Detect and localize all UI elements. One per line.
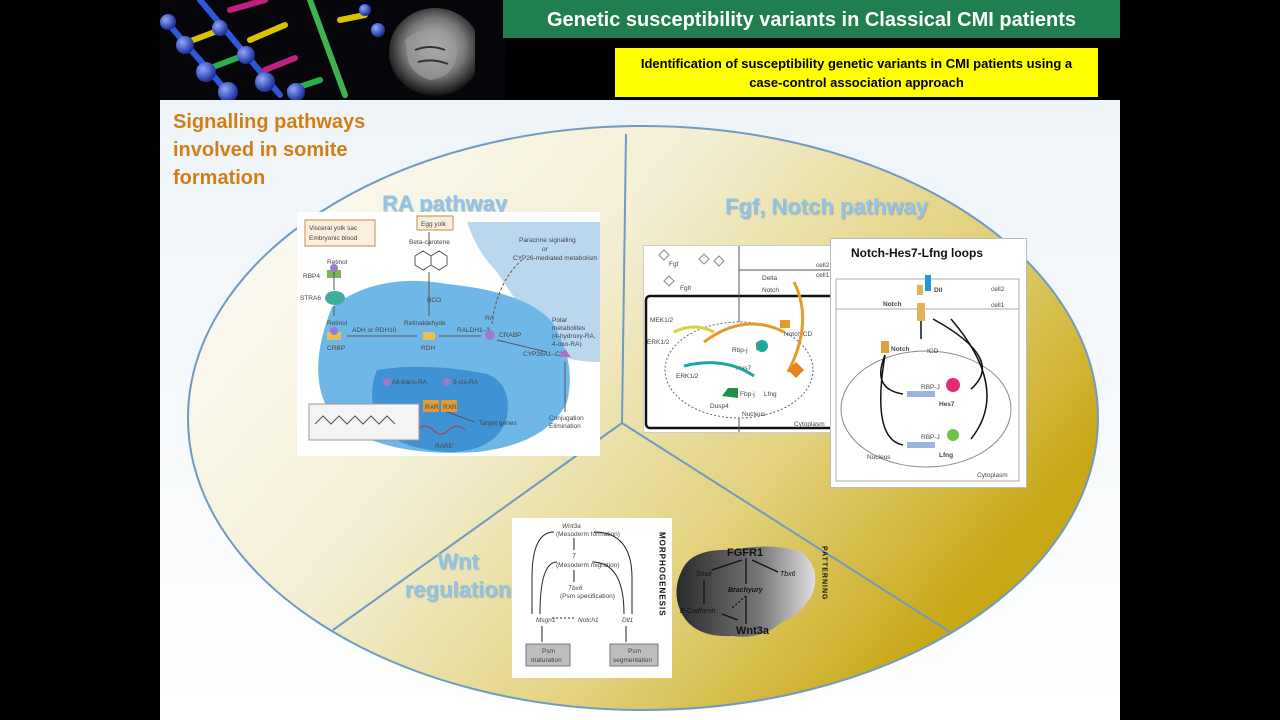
hes7-label: Hes7 — [736, 365, 752, 372]
visceral-yolk-label: Visceral yolk sac — [309, 225, 358, 232]
cyp26-label: CYP26A1–C1 — [523, 351, 564, 358]
rare-label: RARE — [435, 443, 454, 450]
fgfr1-label: FGFR1 — [727, 547, 763, 559]
psm-segmentation-label-2: segmentation — [613, 657, 652, 664]
patterning-label: PATTERNING — [821, 546, 828, 600]
mek-label: MEK1/2 — [650, 317, 674, 324]
metabolites-label: metabolites — [552, 325, 586, 332]
notchicd-label: NotchICD — [784, 331, 812, 338]
fgfr1-diagram: FGFR1 Snail Tbx6 Brachyury E-Cadherin Wn… — [672, 540, 832, 650]
msgn1-label: Msgn1 — [536, 617, 556, 624]
egg-yolk-label: Egg yolk — [421, 221, 447, 228]
paracrine-label: Paracrine signalling — [519, 237, 576, 244]
t-label: T — [572, 553, 577, 560]
nine-cis-ra-label: 9-cis-RA — [453, 379, 479, 386]
bco-label: BCO — [427, 297, 441, 304]
dll1-label: Dll1 — [622, 617, 634, 624]
ra-pathway-label: RA pathway — [382, 191, 508, 216]
ra-label: RA — [485, 315, 495, 322]
notch-membrane-label: Notch — [883, 301, 901, 308]
brachyury-label: Brachyury — [728, 587, 764, 594]
rdh-label: RDH — [421, 345, 435, 352]
e-cadherin-label: E-Cadherin — [680, 608, 716, 615]
lfng-label: Lfng — [764, 391, 777, 398]
psm-specification-label: (Psm specification) — [560, 593, 615, 600]
rxr-label: RXR — [443, 404, 457, 411]
beta-carotene-label: Beta-carotene — [409, 239, 450, 246]
slide: Genetic susceptibility variants in Class… — [160, 0, 1120, 720]
target-genes-label: Target genes — [479, 420, 517, 427]
fgf-notch-diagram: Fgf Fgfr Delta Notch cell2 cell1 MEK1/2 … — [643, 245, 840, 433]
dll-label: Dll — [934, 287, 943, 294]
wnt-regulation-diagram: Wnt3a (Mesoderm formation) T (Mesoderm m… — [512, 518, 672, 678]
polar-label: Polar — [552, 317, 568, 324]
erk-outer-label: ERK1/2 — [647, 339, 670, 346]
loops-cell1-label: cell1 — [991, 302, 1005, 309]
elimination-label: Elimination — [549, 423, 581, 430]
mesoderm-migration-label: (Mesoderm migration) — [556, 562, 620, 569]
retinol-label: Retinol — [327, 320, 348, 327]
notch-hes7-lfng-diagram: Notch-Hes7-Lfng loops Dll Notch cell2 ce… — [830, 238, 1027, 488]
cell2-label: cell2 — [816, 262, 830, 269]
subtitle-box: Identification of susceptibility genetic… — [615, 48, 1098, 97]
rbp4-label: RBP4 — [303, 273, 320, 280]
retinaldehyde-label: Retinaldehyde — [404, 320, 446, 327]
adh-label: ADH or RDH10 — [352, 327, 397, 334]
stra6-label: STRA6 — [300, 295, 321, 302]
wnt-regulation-label: Wnt regulation — [404, 549, 512, 602]
raldh-label: RALDH1–3 — [457, 327, 490, 334]
tbx6-fgfr1-label: Tbx6 — [780, 571, 796, 578]
wnt3a-top-label: Wnt3a — [562, 523, 581, 530]
rbpj-label: Rbp-j — [732, 347, 748, 354]
crabp-label: CRABP — [499, 332, 521, 339]
fgf-notch-pathway-label: Fgf, Notch pathway — [725, 194, 928, 219]
wnt3a-fgfr1-label: Wnt3a — [736, 625, 770, 637]
nucleus-label: Nucleus — [742, 411, 766, 418]
hes7-loop-label: Hes7 — [939, 401, 955, 408]
loops-nucleus-label: Nucleus — [867, 454, 891, 461]
hydroxy-label: (4-hydroxy-RA, — [552, 333, 596, 340]
erk-inner-label: ERK1/2 — [676, 373, 699, 380]
cell1-label: cell1 — [816, 272, 830, 279]
morphogenesis-label: MORPHOGENESIS — [658, 532, 667, 617]
rbpj-upper-label: RBP-J — [921, 384, 940, 391]
dna-brain-banner-image — [160, 0, 505, 100]
loops-cell2-label: cell2 — [991, 286, 1005, 293]
psm-maturation-label-2: maturation — [531, 657, 562, 664]
embryonic-blood-label: Embryonic blood — [309, 235, 358, 242]
psm-maturation-label-1: Psm — [542, 648, 555, 655]
notch-icd-subscript: ICD — [927, 348, 939, 355]
snail-label: Snail — [696, 571, 712, 578]
notch1-label: Notch1 — [578, 617, 599, 624]
section-heading: Signalling pathways involved in somite f… — [173, 111, 366, 189]
psm-segmentation-label-1: Psm — [628, 648, 641, 655]
loops-cytoplasm-label: Cytoplasm — [977, 472, 1008, 479]
dusp4-label: Dusp4 — [710, 403, 729, 410]
fbpj-label: Fbp-j — [740, 391, 755, 398]
rar-label: RAR — [425, 404, 439, 411]
conjugation-label: Conjugation — [549, 415, 584, 422]
delta-label: Delta — [762, 275, 778, 282]
oxo-label: 4-oxo-RA) — [552, 341, 582, 348]
mesoderm-formation-label: (Mesoderm formation) — [556, 531, 620, 538]
rbpj-lower-label: RBP-J — [921, 434, 940, 441]
notch-label: Notch — [762, 287, 779, 294]
lfng-loop-label: Lfng — [939, 452, 953, 459]
retinol-top-label: Retinol — [327, 259, 348, 266]
cyp-metabolism-label: CYP26-mediated metabolism — [513, 255, 598, 262]
ra-pathway-diagram: Visceral yolk sac Embryonic blood Egg yo… — [297, 212, 600, 456]
all-trans-ra-label: All-trans-RA — [392, 379, 428, 386]
tbx6-wnt-label: Tbx6 — [568, 585, 583, 592]
fgfr-label: Fgfr — [680, 285, 692, 292]
notch-icd-label: Notch — [891, 346, 909, 353]
crbp-label: CRBP — [327, 345, 345, 352]
cytoplasm-label: Cytoplasm — [794, 421, 825, 428]
notch-loops-title: Notch-Hes7-Lfng loops — [851, 246, 983, 260]
or-label: or — [542, 246, 549, 253]
page-title: Genetic susceptibility variants in Class… — [503, 0, 1120, 38]
fgf-label: Fgf — [669, 261, 679, 268]
